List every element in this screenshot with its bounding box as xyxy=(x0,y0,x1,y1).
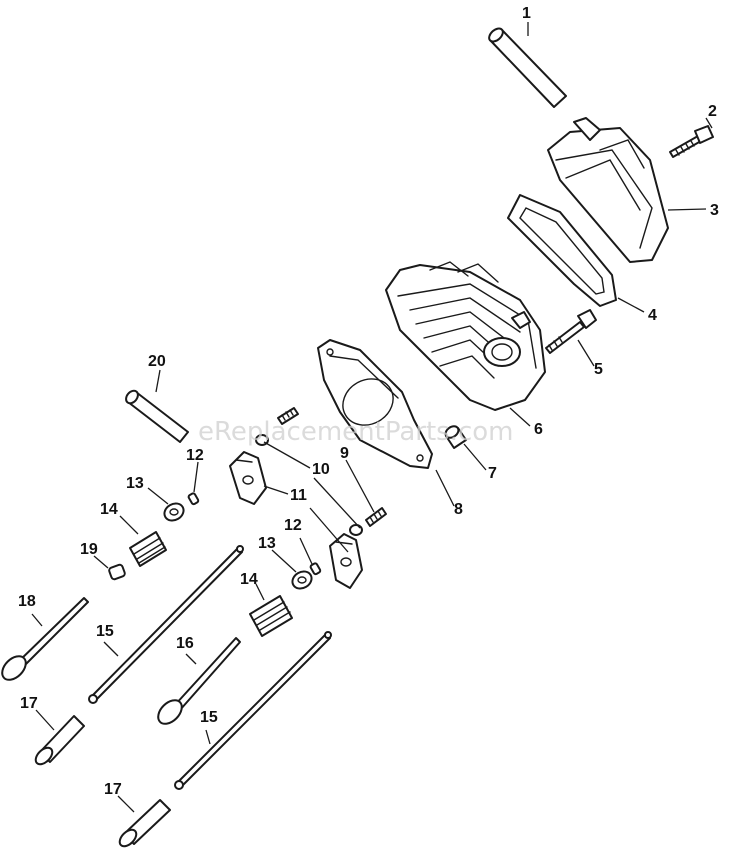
part-15-pushrod-upper xyxy=(88,545,244,704)
part-12-pin-upper xyxy=(187,492,200,506)
callout-12-upper: 12 xyxy=(186,447,204,464)
part-12-pin-lower xyxy=(309,562,322,576)
part-3-valve-cover xyxy=(547,117,669,263)
part-7-dowel xyxy=(444,425,467,449)
callout-17-upper: 17 xyxy=(20,695,38,712)
callout-18: 18 xyxy=(18,593,36,610)
callout-12-lower: 12 xyxy=(284,517,302,534)
callout-19: 19 xyxy=(80,541,98,558)
part-13-retainer-upper xyxy=(163,502,185,522)
part-16-valve xyxy=(157,637,241,725)
callout-3: 3 xyxy=(710,202,719,219)
callout-9: 9 xyxy=(340,445,349,462)
callout-20: 20 xyxy=(148,353,166,370)
callout-labels: 1 2 3 4 5 6 7 8 9 10 11 12 12 13 13 14 1… xyxy=(18,5,719,798)
callout-5: 5 xyxy=(594,361,603,378)
callout-15-lower: 15 xyxy=(200,709,218,726)
callout-13-upper: 13 xyxy=(126,475,144,492)
part-8-head-gasket xyxy=(317,339,433,469)
part-15-pushrod-lower xyxy=(174,631,332,790)
part-14-spring-upper xyxy=(129,531,167,567)
part-19-cap xyxy=(108,563,126,581)
leader-lines xyxy=(31,22,713,813)
callout-4: 4 xyxy=(648,307,657,324)
callout-11: 11 xyxy=(290,487,307,504)
callout-1: 1 xyxy=(522,5,531,22)
part-9-stud-lower xyxy=(365,507,387,527)
part-10-nut-lower xyxy=(349,524,363,536)
callout-14-upper: 14 xyxy=(100,501,118,518)
part-17-lifter-upper xyxy=(34,715,85,766)
part-14-spring-lower xyxy=(249,595,293,637)
callout-15-upper: 15 xyxy=(96,623,114,640)
callout-14-lower: 14 xyxy=(240,571,258,588)
part-4-cover-gasket xyxy=(507,194,617,307)
callout-6: 6 xyxy=(534,421,543,438)
part-13-retainer-lower xyxy=(291,570,313,590)
part-9-stud-upper xyxy=(277,407,299,425)
callout-13-lower: 13 xyxy=(258,535,276,552)
part-11-rocker-arm-upper xyxy=(229,451,267,505)
part-17-lifter-lower xyxy=(118,799,171,848)
callout-8: 8 xyxy=(454,501,463,518)
watermark-text: eReplacementParts.com xyxy=(198,417,514,447)
part-20-pin xyxy=(125,389,189,443)
callout-2: 2 xyxy=(708,103,717,120)
part-6-cylinder-head xyxy=(385,261,546,411)
callout-10: 10 xyxy=(312,461,330,478)
part-18-valve xyxy=(1,597,89,681)
callout-17-lower: 17 xyxy=(104,781,122,798)
part-11-rocker-arm-lower xyxy=(329,533,363,589)
part-2-bolt xyxy=(669,125,714,158)
callout-7: 7 xyxy=(488,465,497,482)
part-1-pin xyxy=(488,27,567,108)
callout-16: 16 xyxy=(176,635,194,652)
part-5-bolt xyxy=(545,309,597,354)
